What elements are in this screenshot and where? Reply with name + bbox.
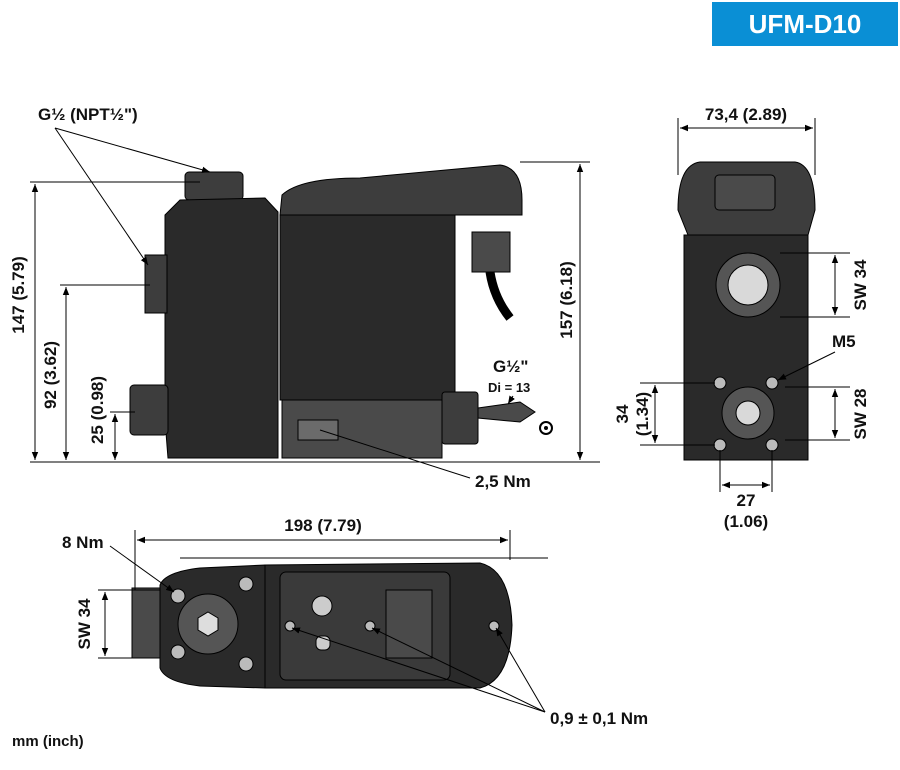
hose-tail (477, 401, 536, 423)
label-m5: M5 (832, 332, 856, 351)
units-note: mm (inch) (12, 733, 84, 750)
label-sw28: SW 28 (851, 388, 870, 439)
screw-head-icon (765, 438, 779, 452)
left-inlet-port (144, 254, 168, 314)
top-view: 198 (7.79) 8 Nm SW 34 0,9 ± 0,1 Nm (62, 516, 648, 728)
model-badge: UFM-D10 (712, 2, 898, 46)
model-label: UFM-D10 (748, 8, 862, 39)
label-torque-bottom: 2,5 Nm (475, 472, 531, 491)
screw-head-icon (284, 620, 296, 632)
screw-head-icon (713, 438, 727, 452)
test-button-icon (311, 595, 333, 617)
label-width: 73,4 (2.89) (705, 105, 787, 124)
electronics-hood (279, 164, 523, 216)
drain-valve (297, 419, 339, 441)
leader-hose (507, 395, 515, 405)
screw-head-icon (170, 588, 186, 604)
label-torque-screws: 0,9 ± 0,1 Nm (550, 709, 648, 728)
screw-head-icon (238, 576, 254, 592)
hex-nut-icon (441, 391, 479, 445)
top-view-label-plate (385, 589, 433, 659)
label-torque-bolts: 8 Nm (62, 533, 104, 552)
label-sw34-top: SW 34 (75, 598, 94, 650)
label-27-in: (1.06) (724, 512, 768, 531)
outlet-port (129, 384, 169, 436)
left-housing (164, 197, 279, 459)
leader-09nm-c (495, 627, 546, 713)
hex-socket (197, 611, 219, 637)
label-hose-di: Di = 13 (488, 380, 530, 395)
leader-torque-bottom (319, 429, 471, 479)
side-view: 147 (5.79) 92 (3.62) 25 (0.98) 157 (6.18… (9, 105, 600, 491)
screw-head-icon (488, 620, 500, 632)
main-body (279, 214, 456, 401)
screw-head-icon (170, 644, 186, 660)
label-hose-connector: G½" (493, 357, 528, 376)
top-view-inlet-stub (131, 587, 165, 659)
leader-thread-top (54, 127, 211, 173)
outlet-bore (735, 400, 761, 426)
leader-09nm-b (371, 627, 546, 713)
leader-8nm (109, 545, 175, 593)
label-sw34-end: SW 34 (851, 259, 870, 311)
screw-head-icon (238, 656, 254, 672)
leader-m5 (777, 351, 836, 381)
label-height-157: 157 (6.18) (557, 261, 576, 339)
inlet-bore (727, 264, 769, 306)
label-height-25: 25 (0.98) (88, 376, 107, 444)
leader-thread-side (54, 127, 149, 266)
label-height-147: 147 (5.79) (9, 256, 28, 334)
label-34-mm: 34 (613, 404, 632, 423)
label-length: 198 (7.79) (284, 516, 362, 535)
top-inlet-cap (184, 171, 244, 201)
label-27-mm: 27 (737, 491, 756, 510)
label-height-92: 92 (3.62) (41, 341, 60, 409)
ground-symbol-dot (544, 426, 548, 430)
label-34-in: (1.34) (633, 392, 652, 436)
leader-09nm-a (291, 627, 546, 713)
ground-symbol-icon (539, 421, 553, 435)
screw-head-icon (713, 376, 727, 390)
end-view: 73,4 (2.89) SW 34 M5 SW 28 34 (1.34) 27 … (613, 105, 870, 531)
cable-gland (471, 231, 511, 273)
screw-head-icon (364, 620, 376, 632)
cable (485, 271, 514, 321)
screw-head-icon (765, 376, 779, 390)
end-view-cap (714, 174, 776, 211)
label-thread: G½ (NPT½") (38, 105, 138, 124)
